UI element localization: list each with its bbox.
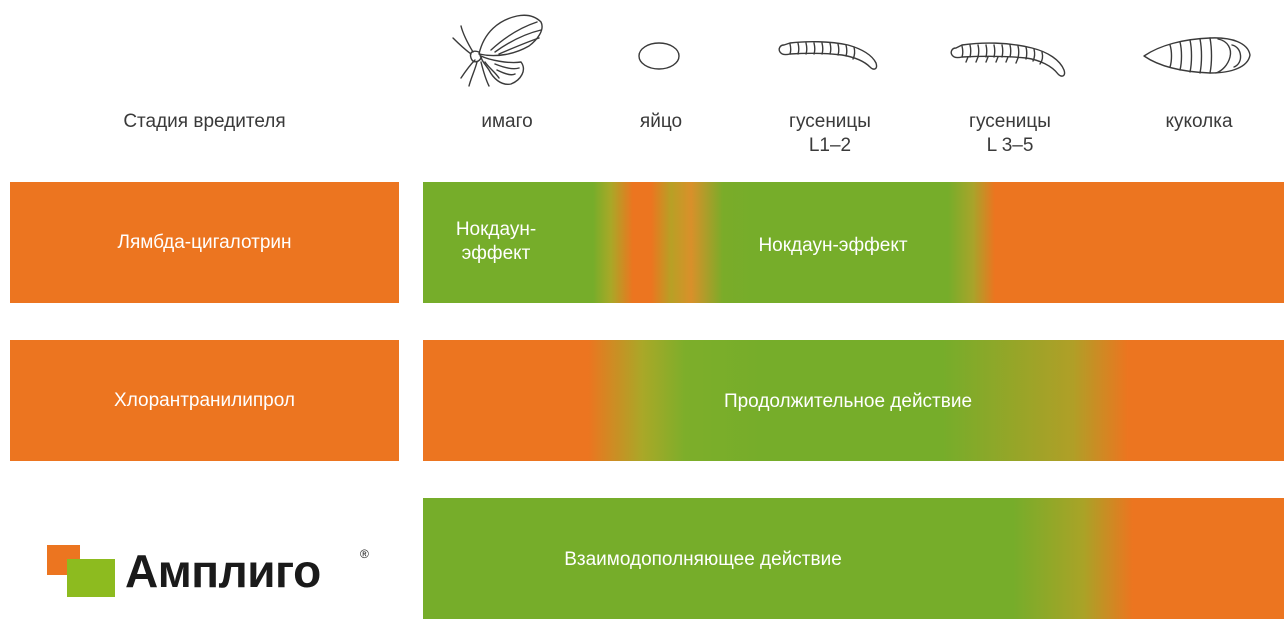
stage-label-egg: яйцо (639, 111, 683, 132)
logo-text: Амплиго (125, 545, 321, 597)
pupa-icon (1140, 33, 1258, 79)
activity-bar-lambda-cyhalothrin: Нокдаун- эффект Нокдаун-эффект (423, 182, 1284, 303)
egg-icon (636, 40, 682, 72)
large-caterpillar-icon (948, 34, 1072, 82)
small-caterpillar-icon (776, 33, 880, 75)
row-label-lambda-cyhalothrin: Лямбда-цигалотрин (10, 182, 399, 303)
bar-text-knockdown: Нокдаун-эффект (758, 235, 908, 256)
activity-bar-chlorantraniliprole: Продолжительное действие (423, 340, 1284, 461)
logo-green-square (67, 559, 115, 597)
stage-row-title: Стадия вредителя (123, 111, 286, 132)
stage-label-pupa: куколка (1165, 111, 1233, 132)
ampligo-logo: Амплиго ® (47, 545, 387, 597)
moth-icon (449, 12, 557, 94)
bar-text-knockdown-short: Нокдаун- эффект (455, 219, 537, 264)
stage-label-caterpillar-l3-5: гусеницы L 3–5 (969, 111, 1051, 156)
bar-text-prolonged: Продолжительное действие (723, 391, 973, 412)
row-label-chlorantraniliprole: Хлорантранилипрол (10, 340, 399, 461)
activity-bar-ampligo: Взаимодополняющее действие (423, 498, 1284, 619)
bar-text-complementary: Взаимодополняющее действие (564, 549, 842, 570)
row-label-text: Хлорантранилипрол (114, 389, 295, 411)
stage-label-imago: имаго (481, 111, 533, 132)
row-label-text: Лямбда-цигалотрин (117, 231, 292, 253)
logo-registered-mark: ® (360, 547, 369, 561)
stage-label-caterpillar-l1-2: гусеницы L1–2 (789, 111, 871, 156)
